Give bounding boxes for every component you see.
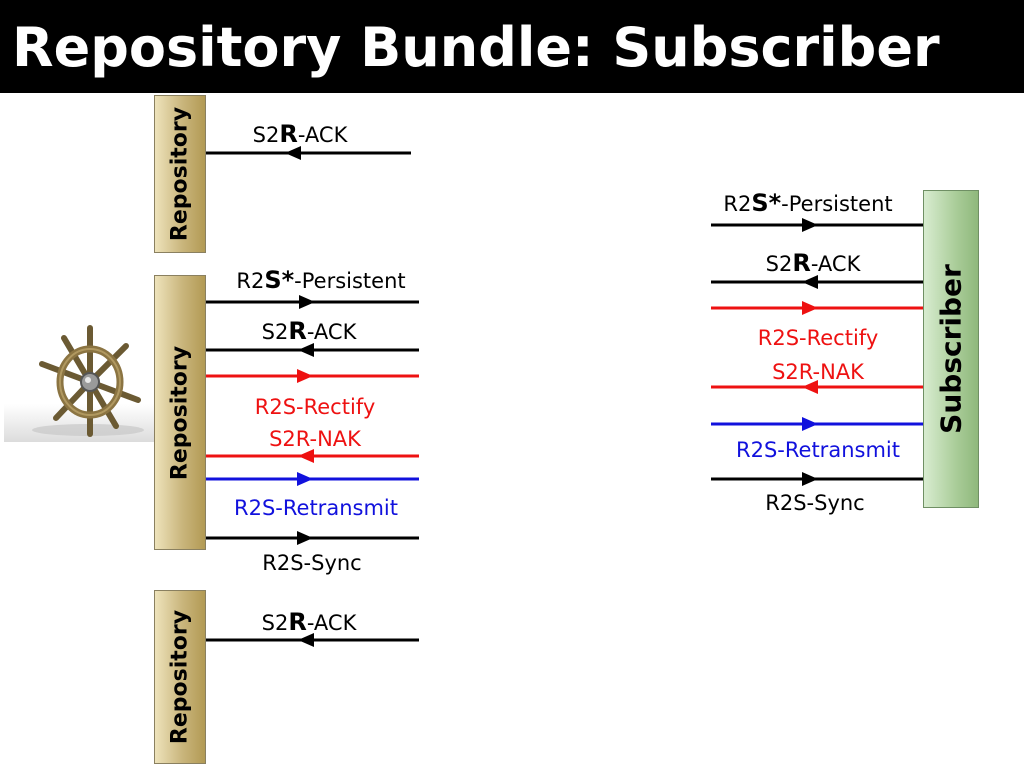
label-mid-s2r-ack: S2R-ACK	[261, 317, 357, 345]
arrow-mid-s2r-ack	[206, 343, 419, 357]
arrow-sub-rectify	[711, 301, 923, 315]
arrow-mid-sync	[206, 531, 419, 545]
ship-wheel-icon	[4, 325, 154, 442]
arrow-sub-s2r-ack	[711, 275, 923, 289]
title-bar: Repository Bundle: Subscriber	[0, 0, 1024, 93]
arrow-mid-r2s-persistent	[206, 295, 419, 309]
arrow-sub-sync	[711, 472, 923, 486]
label-mid-sync: R2S-Sync	[262, 551, 362, 575]
arrow-bottom-s2r-ack	[206, 633, 419, 647]
arrow-sub-r2s-persistent	[711, 218, 923, 232]
label-mid-retransmit: R2S-Retransmit	[234, 496, 398, 520]
arrow-mid-nak	[206, 449, 419, 463]
arrow-mid-retransmit	[206, 472, 419, 486]
arrow-sub-nak	[711, 380, 923, 394]
label-mid-nak: S2R-NAK	[269, 427, 361, 451]
label-sub-r2s-persistent: R2S*-Persistent	[723, 189, 893, 217]
label-top-s2r-ack: S2R-ACK	[252, 120, 348, 148]
label-sub-rectify: R2S-Rectify	[757, 326, 879, 350]
repository-box-top: Repository	[154, 95, 206, 253]
label-sub-sync: R2S-Sync	[765, 491, 865, 515]
repository-box-middle: Repository	[154, 275, 206, 550]
repository-box-bottom: Repository	[154, 590, 206, 764]
arrow-top-s2r-ack	[206, 146, 411, 160]
label-sub-nak: S2R-NAK	[772, 360, 864, 384]
arrow-sub-retransmit	[711, 417, 923, 431]
label-sub-retransmit: R2S-Retransmit	[736, 438, 900, 462]
subscriber-box: Subscriber	[923, 190, 979, 508]
page-title: Repository Bundle: Subscriber	[12, 16, 940, 79]
label-mid-rectify: R2S-Rectify	[254, 395, 376, 419]
label-bottom-s2r-ack: S2R-ACK	[261, 608, 357, 636]
label-sub-s2r-ack: S2R-ACK	[765, 249, 861, 277]
arrow-mid-rectify	[206, 369, 419, 383]
label-mid-r2s-persistent: R2S*-Persistent	[236, 266, 406, 294]
